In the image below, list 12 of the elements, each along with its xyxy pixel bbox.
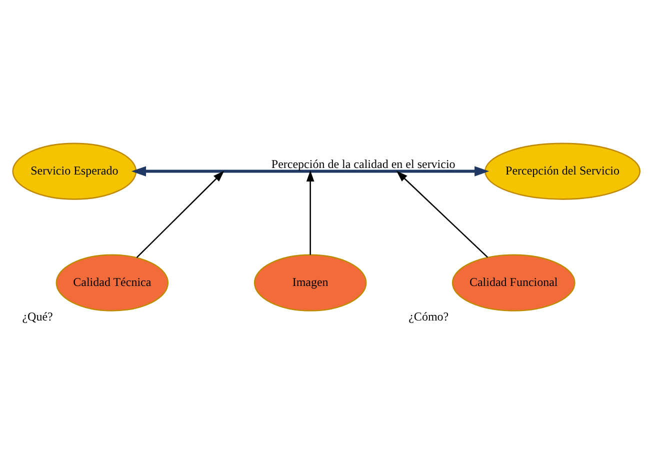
- node-ellipse: Imagen: [254, 254, 367, 311]
- edge-label: Percepción de la calidad en el servicio: [271, 156, 456, 171]
- node-ellipse: Servicio Esperado: [12, 142, 137, 200]
- node-label: ¿Qué?: [22, 308, 53, 323]
- arrow: [131, 166, 490, 176]
- arrow: [136, 170, 224, 258]
- node-label: ¿Cómo?: [408, 308, 449, 323]
- node-ellipse: Calidad Funcional: [452, 254, 576, 311]
- node-ellipse: Calidad Técnica: [56, 254, 169, 311]
- node-ellipse: Percepción del Servicio: [484, 142, 641, 200]
- arrow: [396, 170, 488, 258]
- arrow: [306, 170, 314, 254]
